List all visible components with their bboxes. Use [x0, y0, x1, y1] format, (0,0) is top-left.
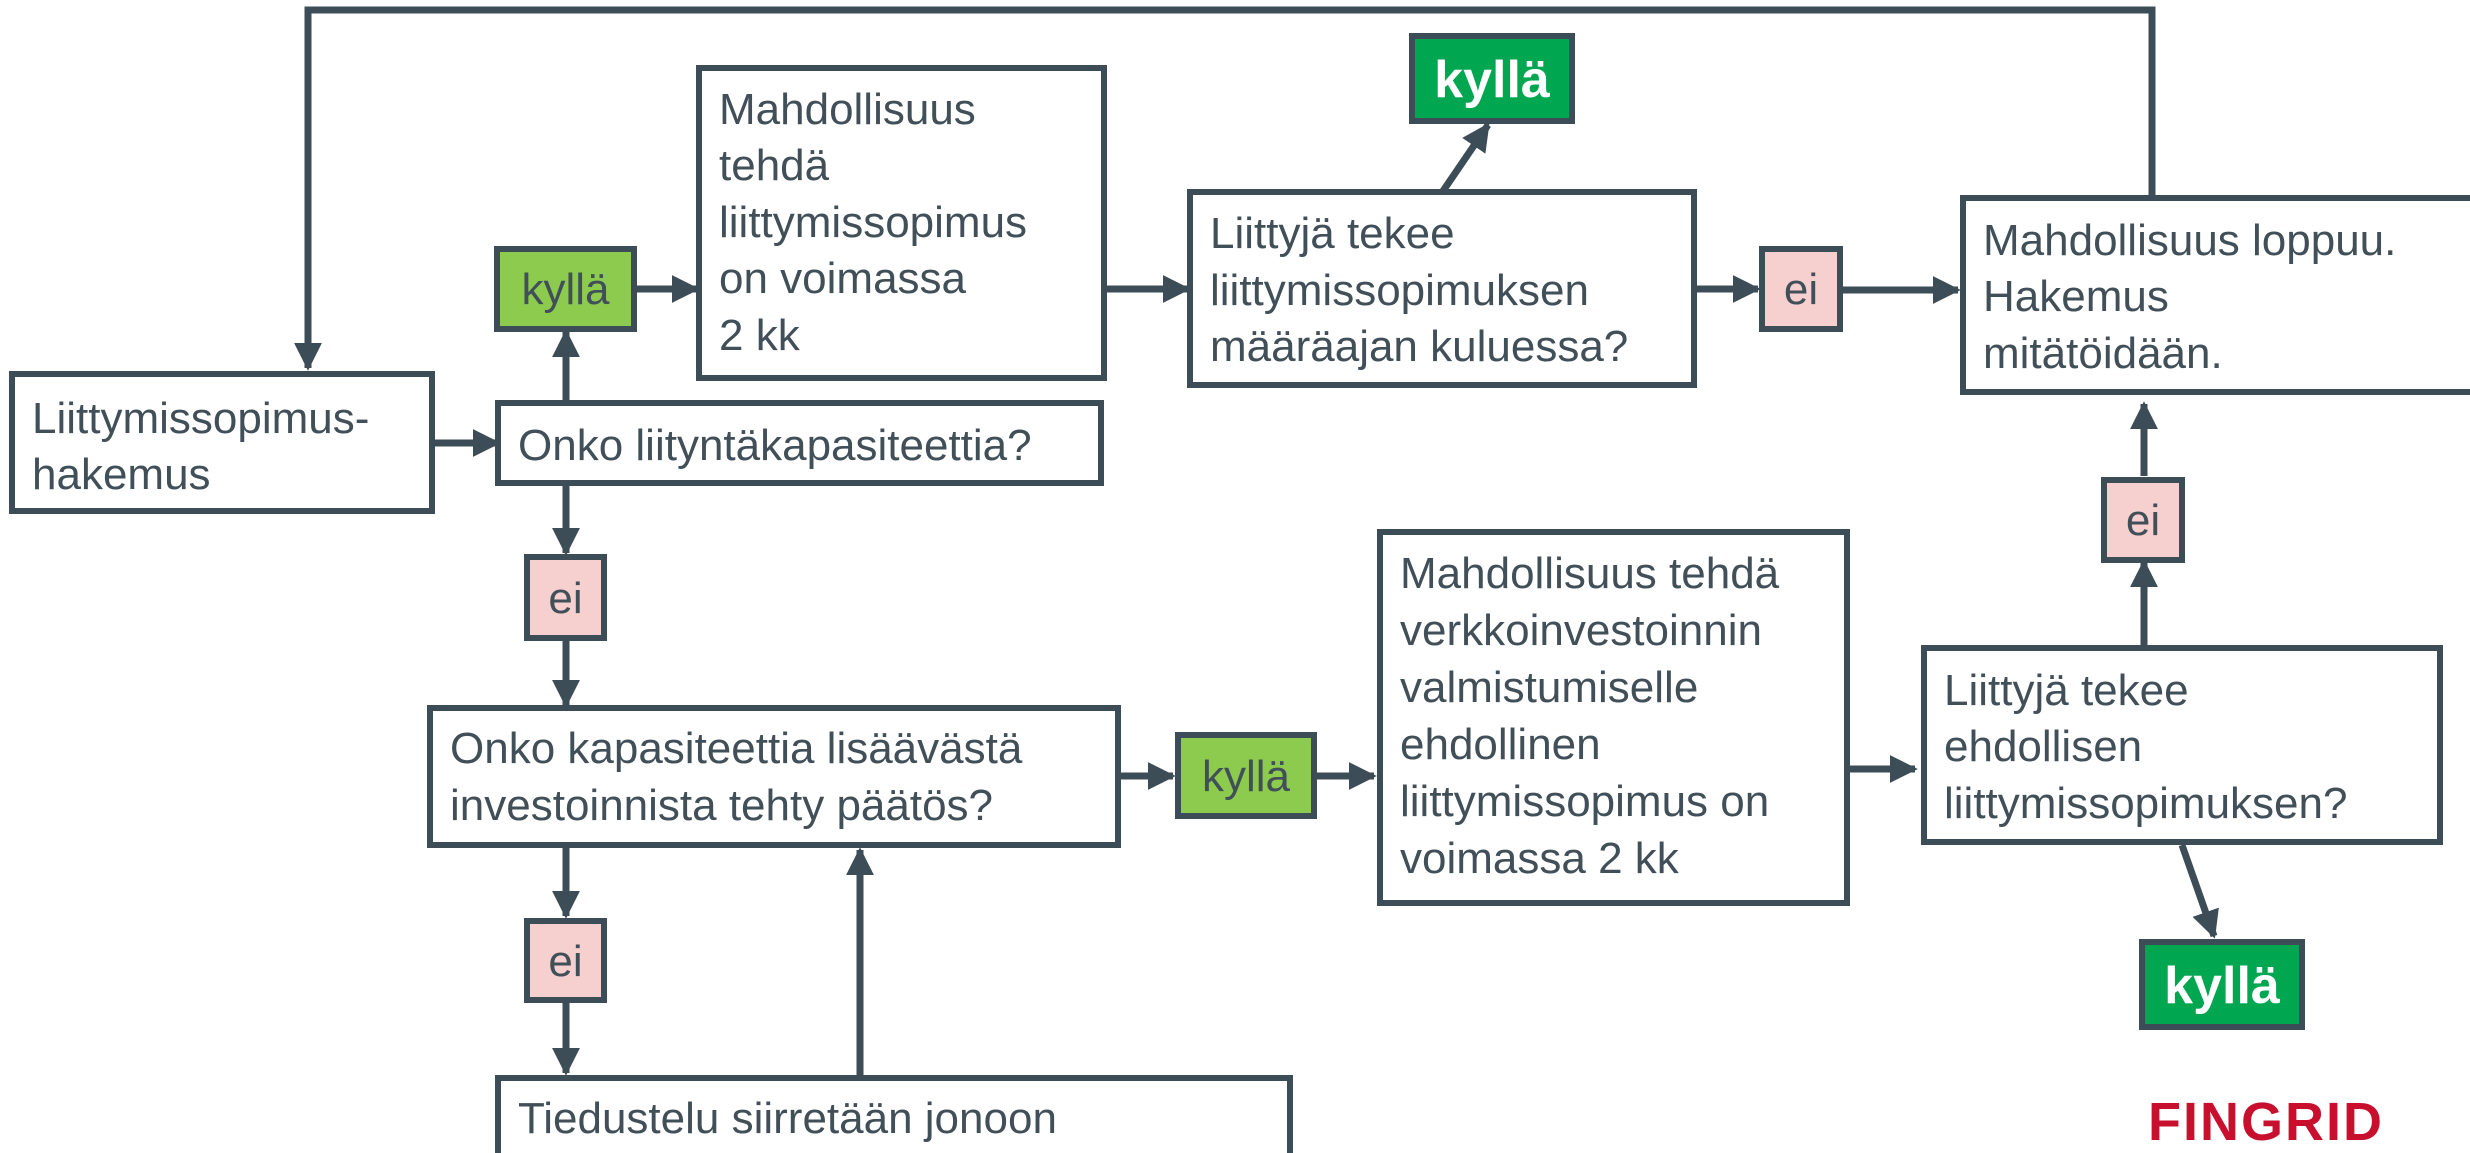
application-line-2: hakemus [32, 450, 211, 499]
capacity-question-box: Onko liityntäkapasiteettia? [495, 400, 1104, 486]
expires-text: Mahdollisuus loppuu. Hakemus mitätöidään… [1983, 216, 2409, 378]
no-tag-left: ei [524, 554, 607, 641]
no-tag-bottom-left-label: ei [548, 937, 582, 986]
arrow-conditional-contract-to-yes [2178, 843, 2219, 939]
contract-possible-line-2: tehdä [719, 141, 830, 190]
conditional-possible-line-1: Mahdollisuus tehdä [1400, 549, 1780, 598]
contract-within-deadline-box: Liittyjä tekee liittymissopimuksen määrä… [1187, 189, 1697, 388]
conditional-possible-text: Mahdollisuus tehdä verkkoinvestoinnin va… [1400, 549, 1791, 883]
contract-possible-line-3: liittymissopimus [719, 198, 1027, 247]
contract-possible-box: Mahdollisuus tehdä liittymissopimus on v… [696, 65, 1107, 381]
contract-within-deadline-line-1: Liittyjä tekee [1210, 209, 1455, 258]
application-line-1: Liittymissopimus- [32, 394, 369, 443]
no-tag-bottom-left: ei [524, 918, 607, 1003]
expires-line-1: Mahdollisuus loppuu. [1983, 216, 2396, 265]
conditional-possible-line-2: verkkoinvestoinnin [1400, 606, 1762, 655]
contract-within-deadline-line-2: liittymissopimuksen [1210, 266, 1589, 315]
no-tag-right: ei [2101, 477, 2185, 563]
investment-decision-box: Onko kapasiteettia lisäävästä investoinn… [427, 705, 1121, 848]
no-tag-top-right-label: ei [1784, 265, 1818, 314]
yes-tag-top-left: kyllä [494, 246, 637, 332]
contract-within-deadline-text: Liittyjä tekee liittymissopimuksen määrä… [1210, 209, 1628, 371]
capacity-question-line-1: Onko liityntäkapasiteettia? [518, 421, 1032, 470]
contract-possible-line-1: Mahdollisuus [719, 85, 976, 134]
queue-box: Tiedustelu siirretään jonoon [495, 1075, 1293, 1153]
queue-text: Tiedustelu siirretään jonoon [518, 1094, 1057, 1143]
fingrid-logo: FINGRID [2148, 1092, 2384, 1152]
conditional-possible-box: Mahdollisuus tehdä verkkoinvestoinnin va… [1377, 529, 1850, 906]
capacity-question-text: Onko liityntäkapasiteettia? [518, 421, 1032, 470]
contract-possible-line-4: on voimassa [719, 254, 967, 303]
yes-tag-bottom-right: kyllä [2139, 939, 2305, 1030]
conditional-contract-box: Liittyjä tekee ehdollisen liittymissopim… [1921, 645, 2443, 845]
yes-tag-top-label: kyllä [1434, 51, 1551, 109]
flow-connectors [294, 6, 2219, 1076]
conditional-contract-line-2: ehdollisen [1944, 722, 2142, 771]
no-tag-right-label: ei [2126, 496, 2160, 545]
contract-possible-text: Mahdollisuus tehdä liittymissopimus on v… [719, 85, 1039, 360]
yes-tag-middle-label: kyllä [1202, 752, 1291, 801]
no-tag-left-label: ei [548, 574, 582, 623]
yes-tag-middle: kyllä [1175, 732, 1317, 819]
conditional-possible-line-5: liittymissopimus on [1400, 777, 1769, 826]
application-box: Liittymissopimus- hakemus [9, 371, 435, 514]
conditional-contract-line-1: Liittyjä tekee [1944, 666, 2189, 715]
investment-decision-line-1: Onko kapasiteettia lisäävästä [450, 724, 1023, 773]
arrow-deadline-to-yes [1440, 122, 1491, 193]
contract-within-deadline-line-3: määräajan kuluessa? [1210, 322, 1628, 371]
loop-back-arrow [294, 6, 2156, 371]
queue-line-1: Tiedustelu siirretään jonoon [518, 1094, 1057, 1143]
conditional-possible-line-3: valmistumiselle [1400, 663, 1698, 712]
yes-tag-top-left-label: kyllä [521, 265, 610, 314]
conditional-contract-text: Liittyjä tekee ehdollisen liittymissopim… [1944, 666, 2347, 828]
conditional-contract-line-3: liittymissopimuksen? [1944, 779, 2347, 828]
yes-tag-bottom-right-label: kyllä [2164, 957, 2281, 1015]
conditional-possible-line-4: ehdollinen [1400, 720, 1601, 769]
contract-possible-line-5: 2 kk [719, 311, 801, 360]
yes-tag-top: kyllä [1409, 33, 1575, 124]
expires-line-3: mitätöidään. [1983, 329, 2223, 378]
conditional-possible-line-6: voimassa 2 kk [1400, 834, 1680, 883]
no-tag-top-right: ei [1759, 246, 1843, 332]
expires-box: Mahdollisuus loppuu. Hakemus mitätöidään… [1960, 195, 2470, 395]
investment-decision-text: Onko kapasiteettia lisäävästä investoinn… [450, 724, 1035, 830]
investment-decision-line-2: investoinnista tehty päätös? [450, 781, 993, 830]
application-text: Liittymissopimus- hakemus [32, 394, 382, 499]
expires-line-2: Hakemus [1983, 272, 2169, 321]
